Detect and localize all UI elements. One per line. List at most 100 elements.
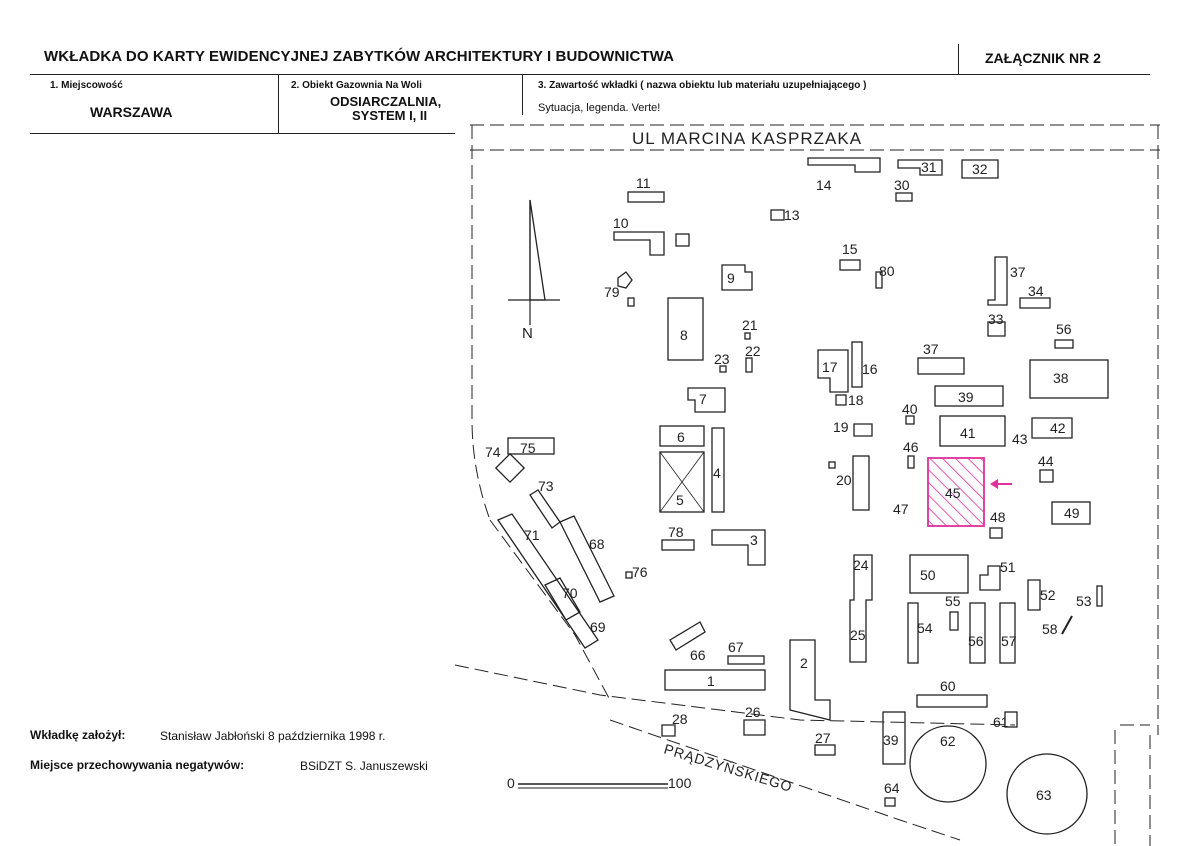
building-label: 9 — [727, 270, 735, 286]
building-37-north — [987, 256, 1008, 306]
building-5-cross — [659, 451, 705, 513]
building-label: 27 — [815, 730, 831, 746]
building-23 — [719, 365, 727, 373]
building-label: 56 — [1056, 321, 1072, 337]
street-label-top: UL MARCINA KASPRZAKA — [632, 129, 862, 148]
arrow-head — [990, 479, 998, 489]
tank-63 — [1006, 753, 1088, 835]
building-label: 75 — [520, 440, 536, 456]
north-label: N — [522, 325, 533, 342]
building-15 — [839, 259, 861, 271]
locality-value: WARSZAWA — [90, 104, 173, 120]
building-label: 26 — [745, 704, 761, 720]
building-80 — [875, 271, 883, 289]
building-4 — [711, 427, 725, 513]
building-label: 50 — [920, 567, 936, 583]
negatives-location-value: BSiDZT S. Januszewski — [300, 759, 428, 773]
building-label: 20 — [836, 472, 852, 488]
building-7 — [687, 387, 726, 413]
building-label: 37 — [1010, 264, 1026, 280]
building-53 — [1096, 585, 1103, 607]
field-divider-1 — [278, 75, 279, 133]
building-71 — [497, 513, 599, 649]
field-rule — [30, 133, 455, 134]
building-44 — [1039, 469, 1054, 483]
building-label: 64 — [884, 780, 900, 796]
building-31 — [897, 159, 943, 176]
building-28 — [661, 724, 676, 737]
north-arrow: N — [508, 199, 560, 342]
building-label: 23 — [714, 351, 730, 367]
field-divider-2 — [522, 75, 523, 115]
building-5 — [659, 451, 705, 513]
created-by-label: Wkładkę założył: — [30, 728, 126, 742]
building-56 — [969, 602, 986, 664]
building-label: 51 — [1000, 559, 1016, 575]
building-label: 42 — [1050, 420, 1066, 436]
building-10-annex — [675, 233, 690, 247]
building-label: 47 — [893, 501, 909, 517]
building-3 — [711, 529, 766, 566]
building-33 — [987, 321, 1006, 337]
building-label: 6 — [677, 429, 685, 445]
building-label: 76 — [632, 564, 648, 580]
building-label: 1 — [707, 673, 715, 689]
building-label: 80 — [879, 263, 895, 279]
boundary-left — [471, 125, 491, 521]
building-10 — [613, 231, 665, 256]
building-label: 48 — [990, 509, 1006, 525]
building-9 — [721, 264, 753, 291]
building-50 — [909, 554, 969, 594]
building-label: 21 — [742, 317, 758, 333]
building-13 — [770, 209, 785, 221]
building-label: 11 — [636, 175, 651, 191]
building-49 — [1051, 501, 1091, 525]
building-label: 52 — [1040, 587, 1056, 603]
building-label: 24 — [853, 557, 869, 573]
building-61 — [1004, 711, 1018, 728]
boundary-inner — [455, 664, 1016, 726]
building-label: 30 — [894, 177, 910, 193]
building-label: 44 — [1038, 453, 1054, 469]
building-17 — [817, 349, 849, 393]
building-54 — [907, 602, 919, 664]
site-plan: UL MARCINA KASPRZAKA PRĄDZYŃSKIEGO N 0 1… — [455, 124, 1160, 846]
building-39 — [934, 385, 1004, 407]
building-label: 61 — [993, 714, 1009, 730]
building-45-highlighted — [927, 457, 985, 527]
tank-62 — [909, 725, 987, 803]
boundary-road — [609, 719, 961, 841]
building-label: 39 — [883, 732, 899, 748]
building-30 — [895, 192, 913, 202]
scale-end: 100 — [668, 775, 692, 791]
building-label: 22 — [745, 343, 761, 359]
building-57 — [999, 602, 1016, 664]
buildings: 1 2 3 4 5 6 7 8 9 10 11 13 — [485, 157, 1109, 835]
building-label: 18 — [848, 392, 864, 408]
building-39-south — [882, 711, 906, 765]
building-label: 63 — [1036, 787, 1052, 803]
locality-label: 1. Miejscowość — [50, 80, 123, 91]
building-14 — [807, 157, 881, 173]
building-38 — [1029, 359, 1109, 399]
building-27 — [814, 744, 836, 756]
building-label: 25 — [850, 627, 866, 643]
building-label: 40 — [902, 401, 918, 417]
building-78 — [661, 539, 695, 551]
building-58 — [1061, 615, 1073, 635]
building-64 — [884, 797, 896, 807]
building-label: 53 — [1076, 593, 1092, 609]
building-label: 14 — [816, 177, 832, 193]
building-label: 45 — [945, 485, 961, 501]
object-label: 2. Obiekt Gazownia Na Woli — [291, 80, 422, 91]
building-label: 2 — [800, 655, 808, 671]
site-boundary — [455, 124, 1160, 846]
building-48 — [989, 527, 1003, 539]
annex-number: ZAŁĄCZNIK NR 2 — [985, 50, 1101, 66]
building-26 — [743, 719, 766, 736]
building-11 — [627, 191, 665, 203]
building-label: 79 — [604, 284, 620, 300]
content-value: Sytuacja, legenda. Verte! — [538, 102, 661, 114]
building-16 — [851, 341, 863, 388]
content-label: 3. Zawartość wkładki ( nazwa obiektu lub… — [538, 80, 867, 91]
